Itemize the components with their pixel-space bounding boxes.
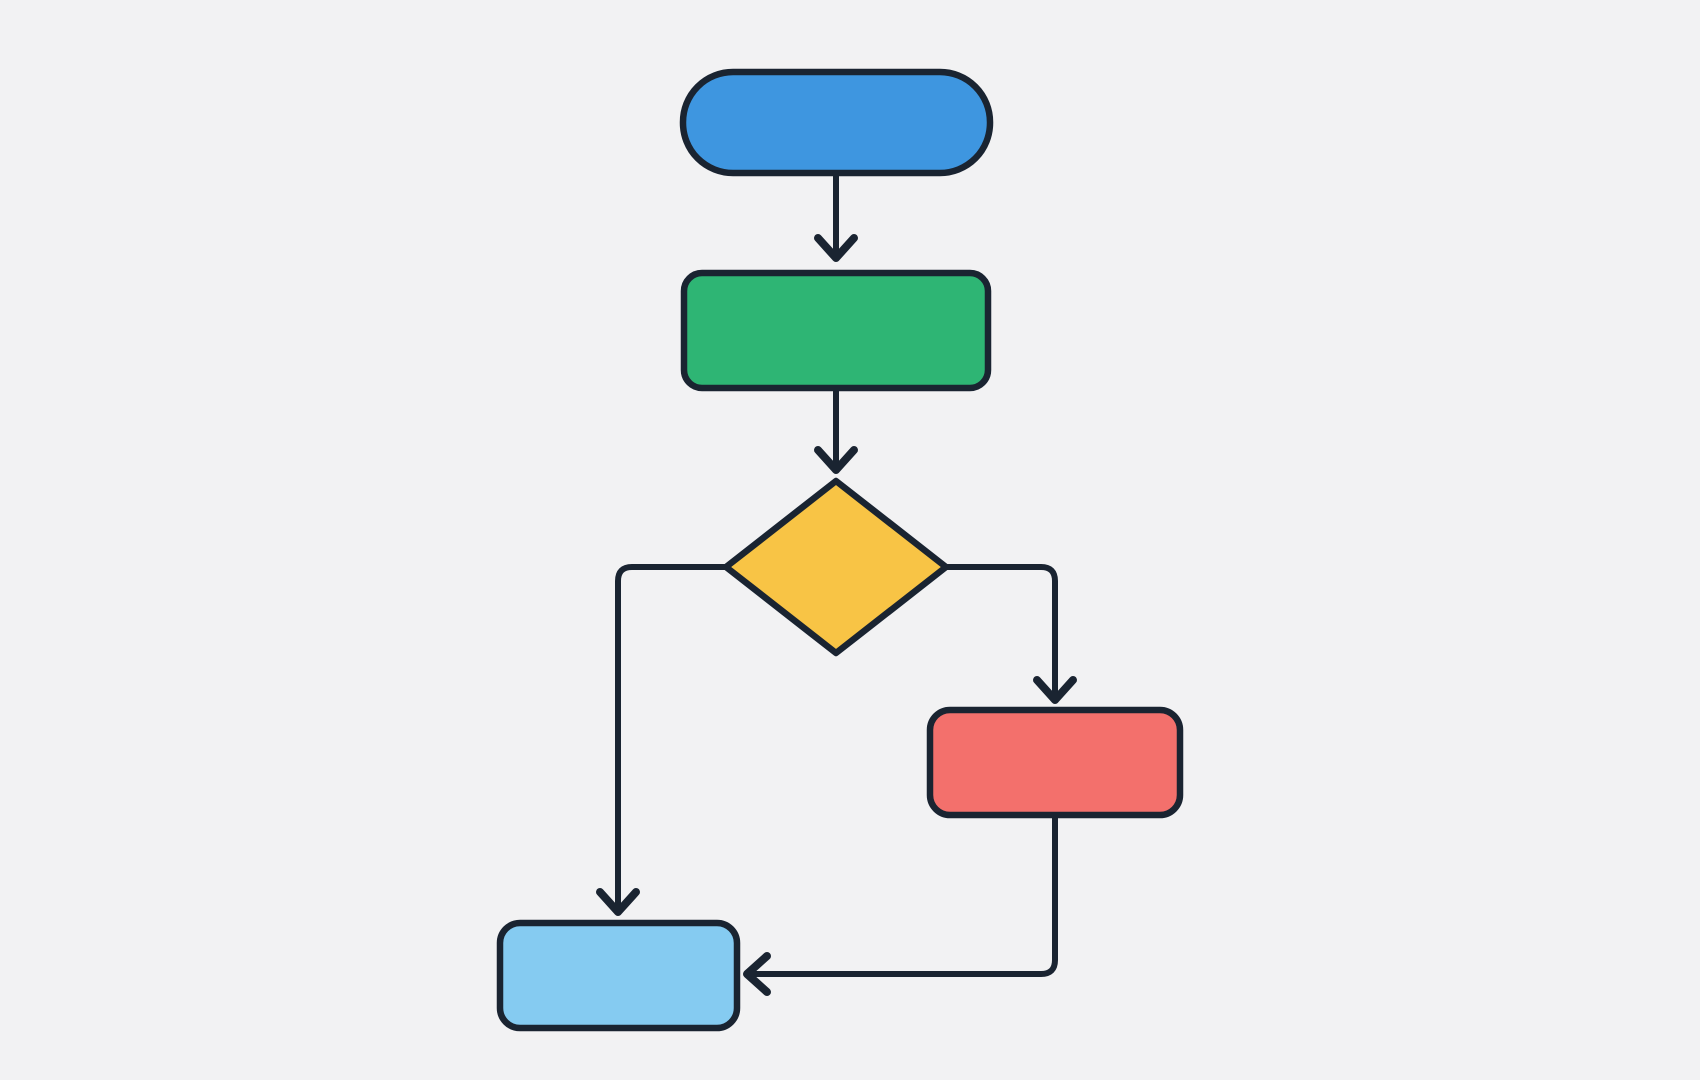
arrowhead-icon [814, 446, 858, 474]
arrowhead-icon [743, 952, 771, 996]
edge-line [744, 812, 1058, 977]
start-terminator-node[interactable] [679, 68, 994, 177]
edge-red-to-end [743, 812, 1058, 996]
process-node-green[interactable] [680, 269, 992, 392]
arrowhead-icon [814, 234, 858, 262]
edge-green-to-decision [814, 385, 858, 474]
edge-line [943, 564, 1058, 703]
end-node-lightblue[interactable] [496, 919, 741, 1032]
arrowhead-icon [1033, 676, 1077, 704]
edge-start-to-green [814, 170, 858, 262]
edges-layer [596, 170, 1077, 996]
arrowhead-icon [596, 888, 640, 916]
process-node-red[interactable] [926, 706, 1184, 819]
edge-line [615, 564, 729, 915]
edge-decision-to-red [943, 564, 1077, 704]
nodes-layer [496, 68, 1184, 1032]
edge-decision-to-end [596, 564, 729, 916]
decision-diamond-node[interactable] [722, 477, 950, 657]
